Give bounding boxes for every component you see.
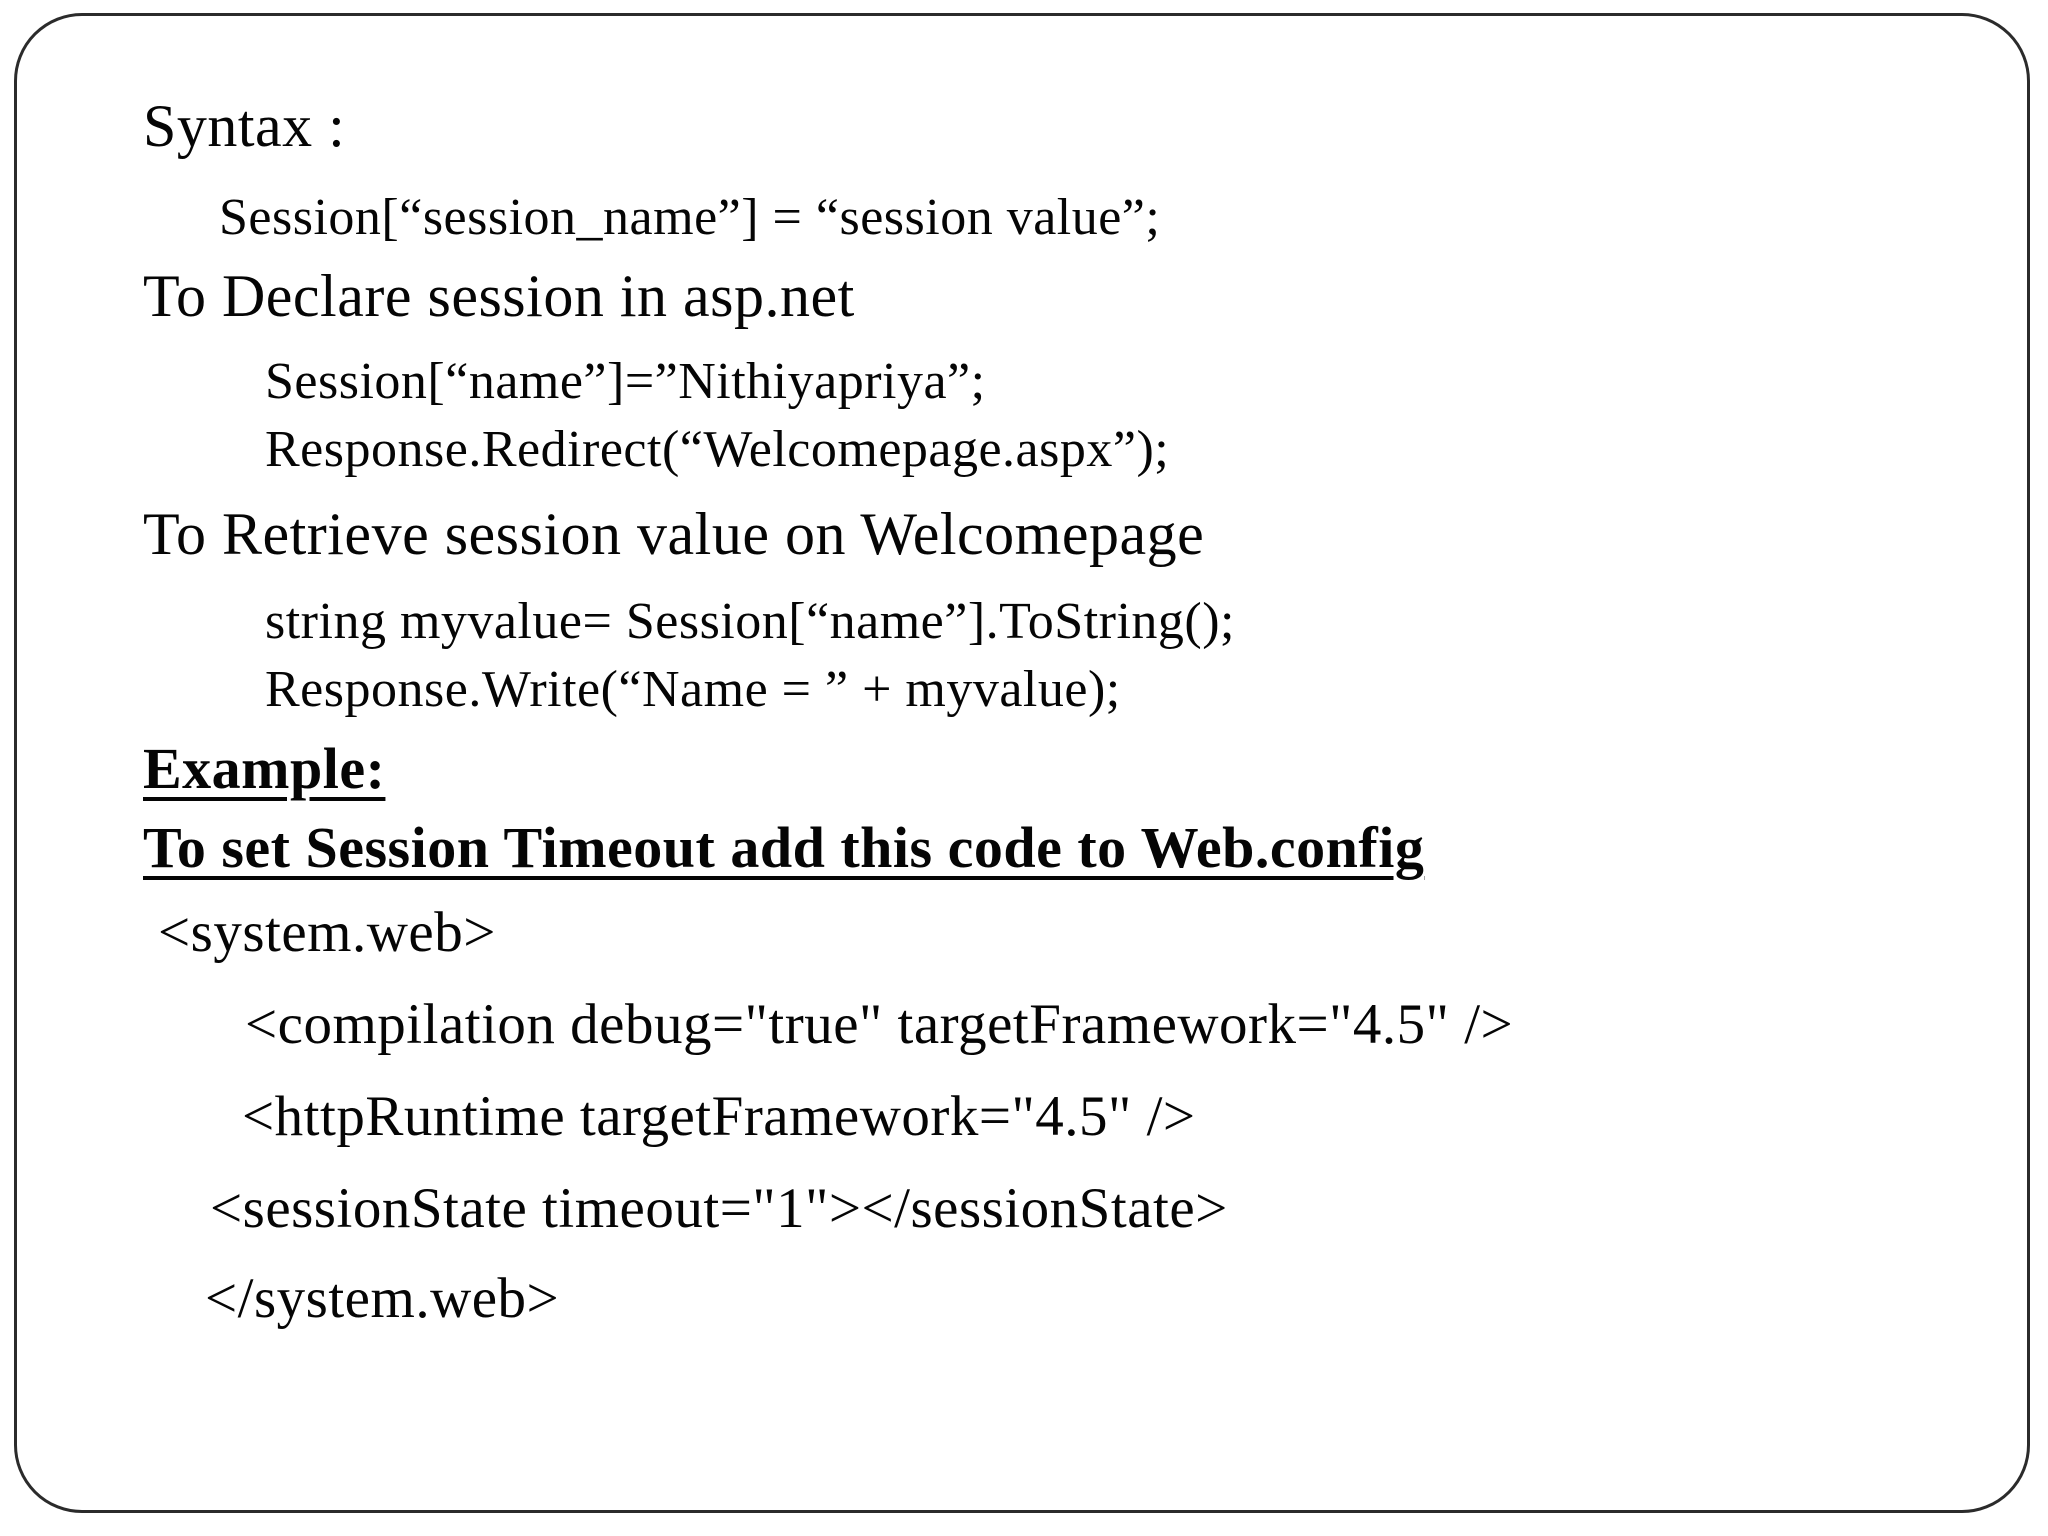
webconfig-httpruntime-tag: <httpRuntime targetFramework="4.5" />: [242, 1085, 1196, 1148]
webconfig-compilation-tag: <compilation debug="true" targetFramewor…: [245, 993, 1514, 1056]
syntax-code-line: Session[“session_name”] = “session value…: [219, 189, 1161, 246]
webconfig-sessionstate-tag: <sessionState timeout="1"></sessionState…: [210, 1177, 1228, 1240]
retrieve-code-line-2: Response.Write(“Name = ” + myvalue);: [265, 661, 1121, 718]
session-timeout-subtitle: To set Session Timeout add this code to …: [143, 815, 1425, 880]
example-label: Example:: [143, 736, 386, 801]
retrieve-code-line-1: string myvalue= Session[“name”].ToString…: [265, 593, 1235, 650]
declare-code-line-2: Response.Redirect(“Welcomepage.aspx”);: [265, 421, 1170, 478]
webconfig-system-web-close-tag: </system.web>: [205, 1267, 560, 1330]
syntax-heading: Syntax :: [143, 93, 346, 159]
webconfig-system-web-open-tag: <system.web>: [158, 901, 496, 964]
declare-session-heading: To Declare session in asp.net: [143, 263, 855, 329]
retrieve-session-heading: To Retrieve session value on Welcomepage: [143, 501, 1205, 567]
declare-code-line-1: Session[“name”]=”Nithiyapriya”;: [265, 353, 986, 410]
